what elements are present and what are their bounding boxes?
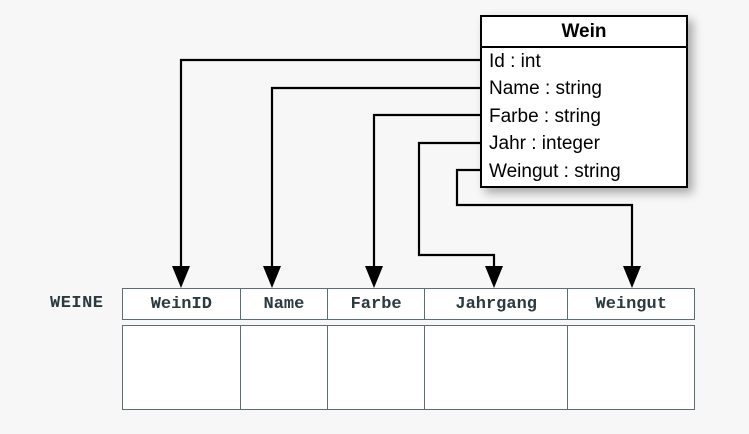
column-header[interactable]: Name [241, 289, 329, 319]
relation-name-label: WEINE [50, 294, 104, 313]
uml-attribute[interactable]: Weingut : string [489, 160, 621, 182]
table-cell[interactable] [123, 326, 241, 409]
table-cell[interactable] [241, 326, 329, 409]
relational-table-weine: WeinID Name Farbe Jahrgang Weingut [122, 288, 695, 410]
connector-id-to-weinid [172, 58, 480, 288]
connector-jahr-to-jahrgang [417, 141, 503, 288]
connector-farbe-to-farbe [365, 113, 480, 288]
column-header[interactable]: Jahrgang [425, 289, 569, 319]
table-row [122, 325, 695, 410]
uml-attribute-list: Id : int Name : string Farbe : string Ja… [482, 48, 686, 185]
connector-weingut-to-weingut [455, 168, 641, 288]
column-header[interactable]: Weingut [595, 294, 667, 314]
uml-attribute[interactable]: Name : string [489, 78, 602, 100]
table-cell[interactable] [425, 326, 569, 409]
uml-attribute[interactable]: Id : int [489, 51, 541, 72]
column-header[interactable]: Farbe [328, 289, 425, 319]
uml-class-box-wein[interactable]: Wein Id : int Name : string Farbe : stri… [480, 15, 688, 188]
column-header[interactable]: WeinID [123, 289, 241, 319]
connector-name-to-name [263, 86, 480, 288]
uml-class-name: Wein [482, 17, 686, 48]
uml-attribute[interactable]: Farbe : string [489, 105, 601, 127]
table-cell[interactable] [328, 326, 425, 409]
uml-attribute[interactable]: Jahr : integer [489, 133, 600, 155]
table-header-row: WeinID Name Farbe Jahrgang Weingut [122, 288, 695, 320]
